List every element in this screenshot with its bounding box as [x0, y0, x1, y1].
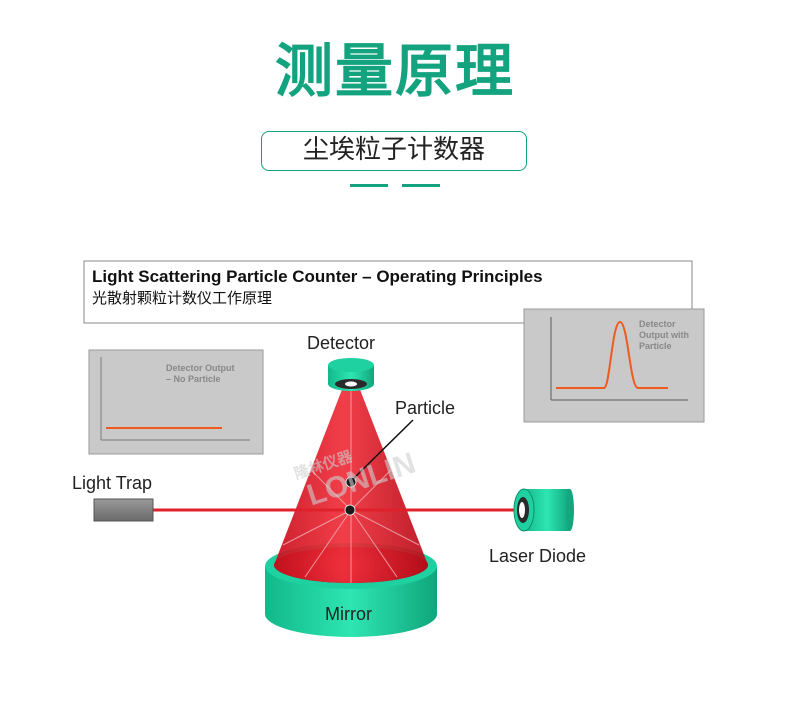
- detector: [328, 358, 374, 391]
- inset-no-particle-label-2: – No Particle: [166, 374, 221, 384]
- subtitle-badge: 尘埃粒子计数器: [261, 131, 527, 171]
- light-trap-label: Light Trap: [72, 473, 152, 493]
- particle-label: Particle: [395, 398, 455, 418]
- light-trap: [93, 498, 154, 522]
- heading-box: Light Scattering Particle Counter – Oper…: [83, 260, 693, 324]
- laser-diode-label: Laser Diode: [489, 546, 586, 566]
- particle-pointer-line: [351, 419, 414, 481]
- inset-with-particle: Detector Output with Particle: [523, 308, 705, 423]
- laser-diode: [513, 488, 574, 532]
- inset-particle-label-3: Particle: [639, 341, 672, 351]
- inset-no-particle-label-1: Detector Output: [166, 363, 235, 373]
- inset-particle-label-2: Output with: [639, 330, 689, 340]
- signal-peak-line: [556, 320, 668, 389]
- particle-dot-in-beam: [344, 504, 356, 516]
- heading-english: Light Scattering Particle Counter – Oper…: [92, 267, 543, 286]
- inset-particle-label-1: Detector: [639, 319, 676, 329]
- inset-no-particle: Detector Output – No Particle: [88, 349, 264, 455]
- title-underline-left: [350, 184, 388, 187]
- detector-label: Detector: [307, 333, 375, 353]
- heading-chinese: 光散射颗粒计数仪工作原理: [92, 289, 272, 307]
- page-title: 测量原理: [274, 37, 515, 105]
- mirror-label: Mirror: [325, 604, 372, 624]
- title-underline-right: [402, 184, 440, 187]
